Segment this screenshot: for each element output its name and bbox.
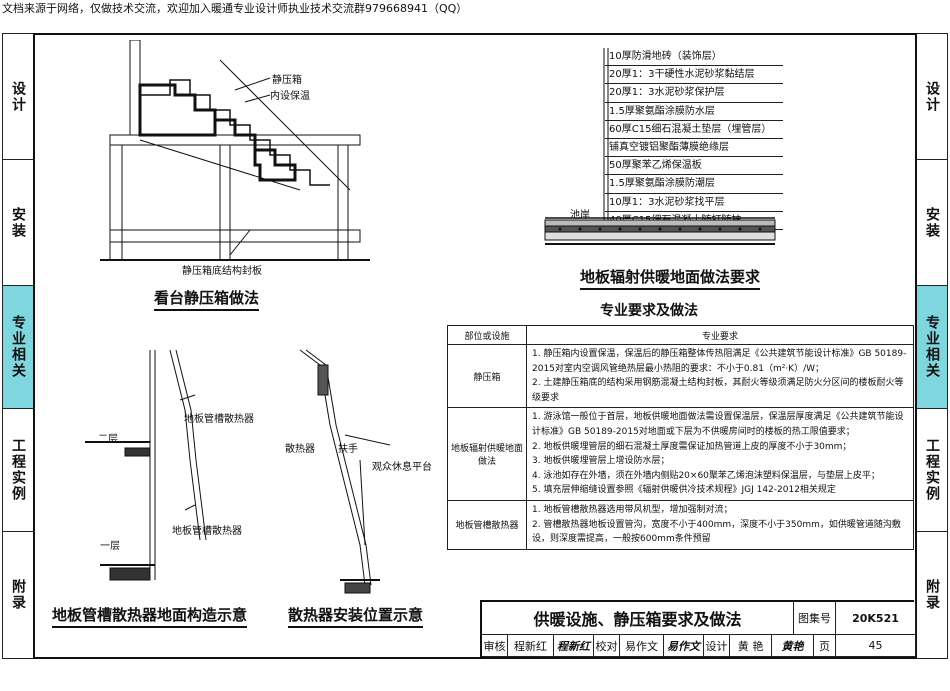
stand-static-box-drawing <box>100 40 370 261</box>
table-row: 地板辐射供暖地面做法 1. 游泳馆一般位于首层，地板供暖地面做法需设置保温层，保… <box>447 407 914 501</box>
tab-design[interactable]: 设计 <box>917 34 947 160</box>
requirement-item: 2. 土建静压箱底的结构采用钢筋混凝土结构封板，其耐火等级须满足防火分区间的楼板… <box>532 378 904 403</box>
requirement-item: 1. 游泳馆一般位于首层，地板供暖地面做法需设置保温层，保温层厚度满足《公共建筑… <box>532 412 904 437</box>
caption-floor-heating: 地板辐射供暖地面做法要求 <box>580 266 761 290</box>
table-header-row: 部位或设施 专业要求 <box>447 325 914 345</box>
label-platform: 观众休息平台 <box>372 462 432 473</box>
atlas-label: 图集号 <box>794 602 836 635</box>
header-requirement: 专业要求 <box>526 325 914 345</box>
layer-item: 50厚聚苯乙烯保温板 <box>605 157 783 176</box>
table-row: 地板管槽散热器 1. 地板管槽散热器选用带风机型，增加强制对流； 2. 管槽散热… <box>447 499 914 550</box>
label-pool-edge: 池岸 <box>570 210 590 221</box>
page-label: 页 <box>814 635 836 657</box>
tab-install[interactable]: 安装 <box>917 160 947 286</box>
tab-label: 安装 <box>10 206 26 239</box>
table-row: 静压箱 1. 静压箱内设置保温，保温后的静压箱整体传热阻满足《公共建筑节能设计标… <box>447 343 914 409</box>
tab-label: 附录 <box>924 579 940 611</box>
layer-item: 20厚1：3干硬性水泥砂浆黏结层 <box>605 66 783 85</box>
layer-item: 10厚1：3水泥砂浆找平层 <box>605 194 783 212</box>
requirement-item: 1. 静压箱内设置保温，保温后的静压箱整体传热阻满足《公共建筑节能设计标准》GB… <box>532 349 907 374</box>
label-static-box: 静压箱 <box>272 75 302 86</box>
tab-label: 工程实例 <box>924 438 940 502</box>
check-label: 校对 <box>594 635 620 657</box>
tab-label: 附录 <box>10 579 26 611</box>
trench-radiator-drawing <box>85 349 207 581</box>
floor-section-drawing <box>544 48 776 245</box>
review-label: 审核 <box>482 635 508 657</box>
layer-item: 20厚1：3水泥砂浆保护层 <box>605 84 783 103</box>
checker-name: 易作文 <box>620 635 664 657</box>
tab-design[interactable]: 设计 <box>3 34 33 160</box>
caption-stand-static-box: 看台静压箱做法 <box>154 287 260 311</box>
tab-specialty[interactable]: 专业相关 <box>3 286 33 409</box>
row-part: 地板管槽散热器 <box>447 499 527 550</box>
tab-label: 安装 <box>924 206 940 239</box>
row-part: 静压箱 <box>447 343 527 409</box>
row-part: 地板辐射供暖地面做法 <box>447 407 527 501</box>
tab-label: 设计 <box>924 80 940 113</box>
requirement-item: 5. 填充层伸缩缝设置参照《辐射供暖供冷技术规程》JGJ 142-2012相关规… <box>532 485 836 496</box>
pipe-dots <box>558 227 762 231</box>
tab-label: 专业相关 <box>10 315 26 379</box>
label-bottom-seal: 静压箱底结构封板 <box>182 266 262 277</box>
reviewer-name: 程新红 <box>508 635 554 657</box>
label-radiator: 散热器 <box>285 444 315 455</box>
drawing-title: 供暖设施、静压箱要求及做法 <box>482 602 794 635</box>
layer-item: 铺真空镀铝聚酯薄膜绝缘层 <box>605 139 783 158</box>
tab-label: 专业相关 <box>924 315 940 379</box>
label-floor1: 一层 <box>100 541 120 552</box>
layer-item: 1.5厚聚氨酯涂膜防潮层 <box>605 175 783 194</box>
tab-label: 工程实例 <box>10 438 26 502</box>
label-floor2: 二层 <box>98 434 118 445</box>
row-requirements: 1. 静压箱内设置保温，保温后的静压箱整体传热阻满足《公共建筑节能设计标准》GB… <box>526 343 914 409</box>
designer-name: 黄 艳 <box>730 635 772 657</box>
page-number: 45 <box>836 635 916 657</box>
tab-cases[interactable]: 工程实例 <box>917 409 947 532</box>
left-section-tabs: 设计 安装 专业相关 工程实例 附录 <box>2 33 34 659</box>
designer-signature: 黄艳 <box>772 635 814 657</box>
layer-item: 60厚C15细石混凝土垫层（埋管层） <box>605 121 783 139</box>
title-block: 供暖设施、静压箱要求及做法 图集号 20K521 审核 程新红 程新红 校对 易… <box>480 600 916 657</box>
requirement-item: 2. 管槽散热器地板设置管沟，宽度不小于400mm，深度不小于350mm，如供暖… <box>532 519 901 545</box>
right-section-tabs: 设计 安装 专业相关 工程实例 附录 <box>916 33 948 659</box>
label-insulation: 内设保温 <box>270 91 310 102</box>
tab-appendix[interactable]: 附录 <box>917 532 947 658</box>
requirement-item: 2. 地板供暖埋管层的细石混凝土厚度需保证加热管道上皮的厚度不小于30mm； <box>532 441 852 452</box>
requirements-title: 专业要求及做法 <box>600 303 698 319</box>
radiator-position-drawing <box>299 349 391 594</box>
layer-item: 1.5厚聚氨酯涂膜防水层 <box>605 103 783 121</box>
tab-specialty[interactable]: 专业相关 <box>917 286 947 409</box>
source-note: 文档来源于网络，仅做技术交流，欢迎加入暖通专业设计师执业技术交流群9796689… <box>2 2 468 15</box>
label-trench-radiator-lower: 地板管槽散热器 <box>172 526 242 537</box>
tab-label: 设计 <box>10 80 26 113</box>
reviewer-signature: 程新红 <box>554 635 594 657</box>
drawing-frame <box>33 33 917 659</box>
row-requirements: 1. 游泳馆一般位于首层，地板供暖地面做法需设置保温层，保温层厚度满足《公共建筑… <box>526 407 914 501</box>
atlas-number: 20K521 <box>836 602 916 635</box>
requirement-item: 3. 地板供暖埋管层上增设防水层； <box>532 456 670 467</box>
label-trench-radiator-upper: 地板管槽散热器 <box>184 414 254 425</box>
header-part: 部位或设施 <box>447 325 527 345</box>
tab-install[interactable]: 安装 <box>3 160 33 286</box>
caption-radiator-position: 散热器安装位置示意 <box>288 604 424 628</box>
row-requirements: 1. 地板管槽散热器选用带风机型，增加强制对流； 2. 管槽散热器地板设置管沟，… <box>526 499 914 550</box>
caption-trench-radiator: 地板管槽散热器地面构造示意 <box>52 604 248 628</box>
tab-cases[interactable]: 工程实例 <box>3 409 33 532</box>
design-label: 设计 <box>704 635 730 657</box>
requirements-table: 部位或设施 专业要求 静压箱 1. 静压箱内设置保温，保温后的静压箱整体传热阻满… <box>447 325 914 550</box>
label-handrail: 扶手 <box>338 444 358 455</box>
requirement-item: 4. 泳池如存在外墙，须在外墙内侧贴20×60聚苯乙烯泡沫塑料保温层，与垫层上皮… <box>532 470 880 481</box>
checker-signature: 易作文 <box>664 635 704 657</box>
layer-item: 10厚防滑地砖（装饰层） <box>605 48 783 67</box>
tab-appendix[interactable]: 附录 <box>3 532 33 658</box>
requirement-item: 1. 地板管槽散热器选用带风机型，增加强制对流； <box>532 504 733 515</box>
